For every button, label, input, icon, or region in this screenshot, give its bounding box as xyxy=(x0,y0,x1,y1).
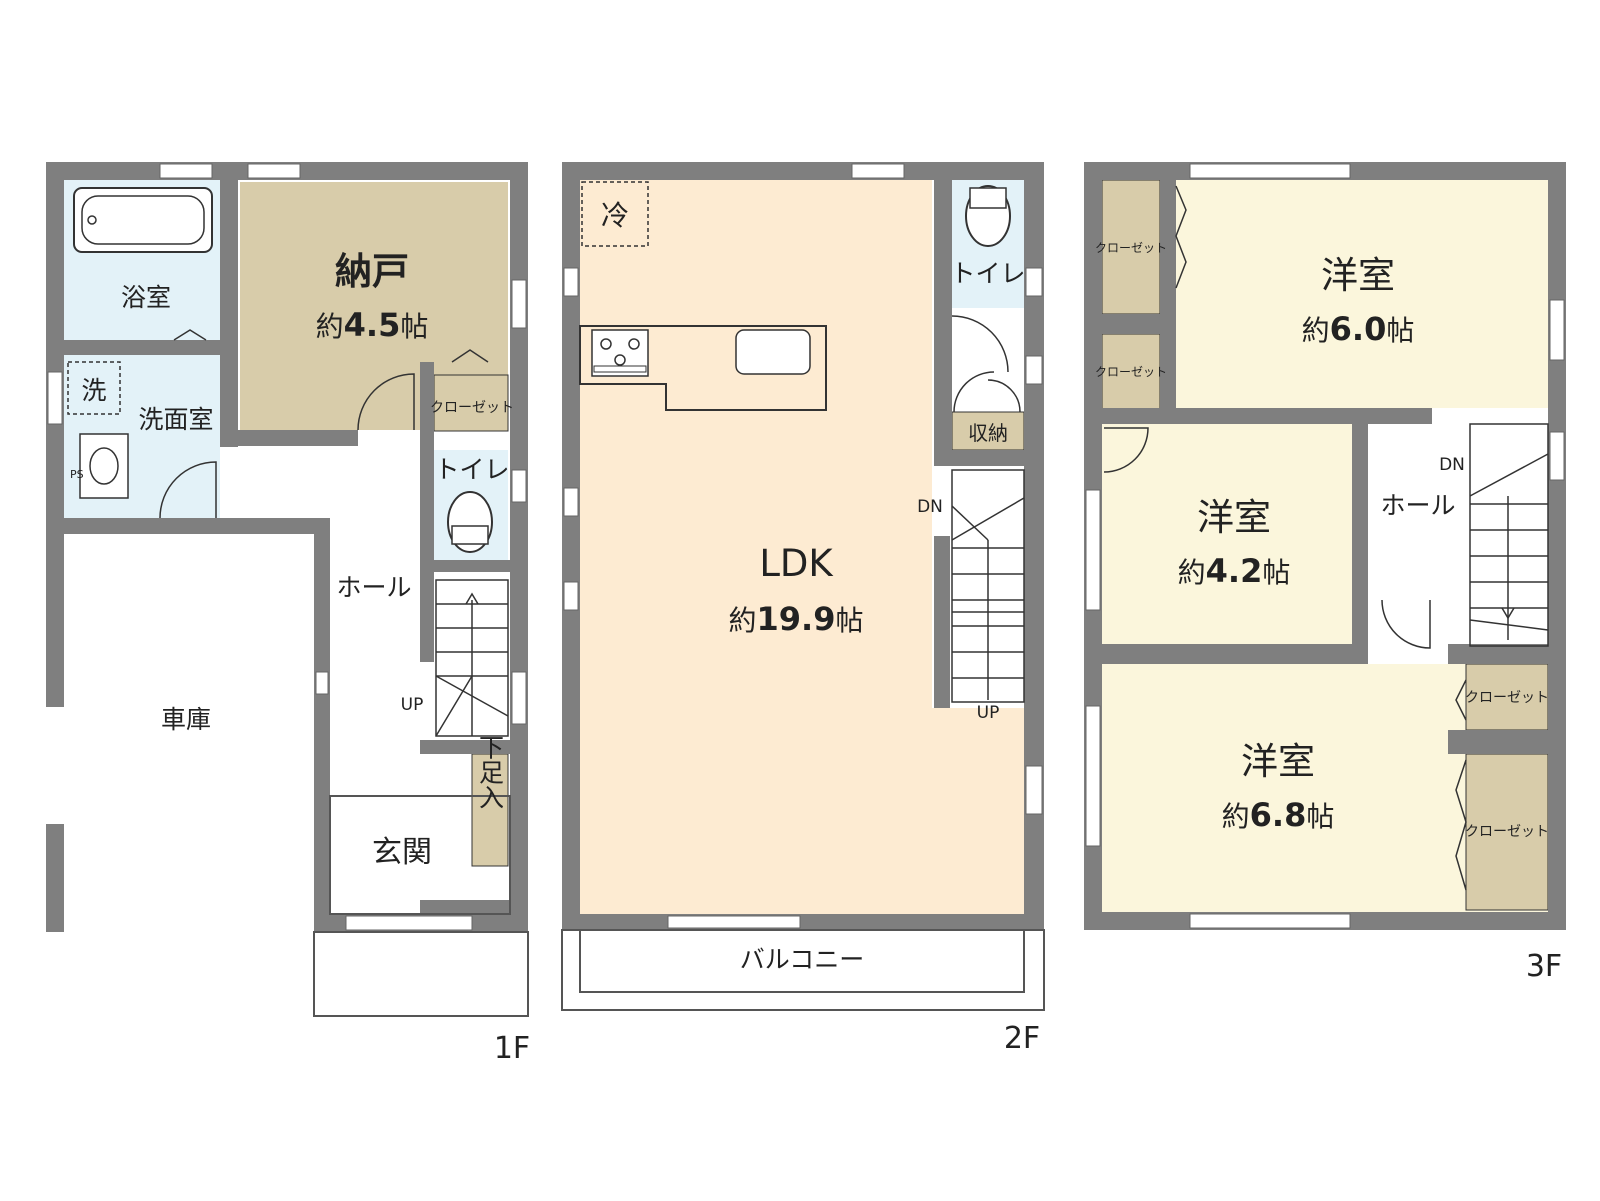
bathtub-icon xyxy=(73,187,213,253)
storage-room-name: 納戸 xyxy=(335,250,409,293)
closet-3f-c-label: クローゼット xyxy=(1465,690,1549,706)
storage-2f-fill xyxy=(951,411,1025,451)
entrance-area xyxy=(329,795,511,915)
closet-3f-d-label: クローゼット xyxy=(1465,824,1549,840)
stairs-1f xyxy=(435,579,509,737)
balcony-1f-porch xyxy=(313,931,529,1017)
western-b-fill xyxy=(1102,424,1352,644)
floor-1f: 浴室 洗 洗面室 PS 納戸 約4.5帖 クローゼット トイレ ホール UP 車… xyxy=(46,162,530,1066)
toilet-2f-label: トイレ xyxy=(950,259,1025,288)
western-a-name: 洋室 xyxy=(1321,254,1395,297)
washer-icon xyxy=(67,361,121,415)
door-swing-1f-b xyxy=(159,461,217,519)
toilet-1f-label: トイレ xyxy=(434,455,509,484)
closet-1f-fill xyxy=(433,374,509,432)
closet-3f-b-label: クローゼット xyxy=(1095,365,1167,379)
storage-2f-label: 収納 xyxy=(968,421,1008,445)
closet-3f-a-label: クローゼット xyxy=(1095,241,1167,255)
western-a-fill xyxy=(1176,180,1548,408)
western-c-size: 約6.8帖 xyxy=(1222,796,1335,834)
garage-label: 車庫 xyxy=(161,705,211,734)
closet-3f-d-fill xyxy=(1465,753,1549,911)
windows-1f xyxy=(47,163,527,931)
pipe-space-label: PS xyxy=(70,468,84,481)
windows-2f xyxy=(563,163,1043,929)
ldk-name: LDK xyxy=(759,542,834,585)
western-b-name: 洋室 xyxy=(1197,496,1271,539)
ldk-fill-lower xyxy=(932,708,1024,914)
bath-label: 浴室 xyxy=(121,283,171,312)
windows-3f xyxy=(1085,163,1565,929)
storage-room-size: 約4.5帖 xyxy=(316,306,429,344)
stairs-2f-dn-label: DN xyxy=(917,497,943,517)
kitchen-sink-icon xyxy=(735,329,811,375)
sink-icon xyxy=(79,433,129,499)
fridge-icon xyxy=(581,181,649,247)
stairs-1f-up-label: UP xyxy=(401,695,424,715)
hall-1f-label: ホール xyxy=(336,573,411,602)
floor-2f: 冷 LDK 約19.9帖 トイレ 収納 DN UP バルコニー 2F xyxy=(561,162,1045,1056)
floor-3f: クローゼット クローゼット 洋室 約6.0帖 洋室 約4.2帖 ホール DN ク… xyxy=(1084,162,1566,984)
entrance-label: 玄関 xyxy=(372,835,432,870)
western-a-size: 約6.0帖 xyxy=(1302,310,1415,348)
washer-label: 洗 xyxy=(81,376,106,405)
western-c-name: 洋室 xyxy=(1241,740,1315,783)
stairs-3f-dn-label: DN xyxy=(1439,455,1465,475)
floor-2f-label: 2F xyxy=(1004,1021,1040,1056)
balcony-label: バルコニー xyxy=(740,945,865,974)
washroom-label: 洗面室 xyxy=(138,405,213,434)
hall-3f-label: ホール xyxy=(1380,491,1455,520)
stove-icon xyxy=(591,329,649,377)
ldk-size: 約19.9帖 xyxy=(729,600,864,638)
fridge-label: 冷 xyxy=(601,199,629,232)
floor-3f-label: 3F xyxy=(1526,949,1562,984)
stairs-2f xyxy=(951,469,1025,703)
floor-1f-label: 1F xyxy=(494,1031,530,1066)
walls-2f xyxy=(562,162,1044,930)
closet-3f-a-fill xyxy=(1101,179,1161,315)
stairs-2f-up-label: UP xyxy=(977,703,1000,723)
ldk-fill xyxy=(580,180,932,914)
door-swing-1f-a xyxy=(357,373,415,431)
stairs-3f xyxy=(1469,423,1549,647)
closet-1f-label: クローゼット xyxy=(430,400,514,416)
shoe-storage-label: 下足入 xyxy=(476,735,505,810)
western-b-size: 約4.2帖 xyxy=(1178,552,1291,590)
